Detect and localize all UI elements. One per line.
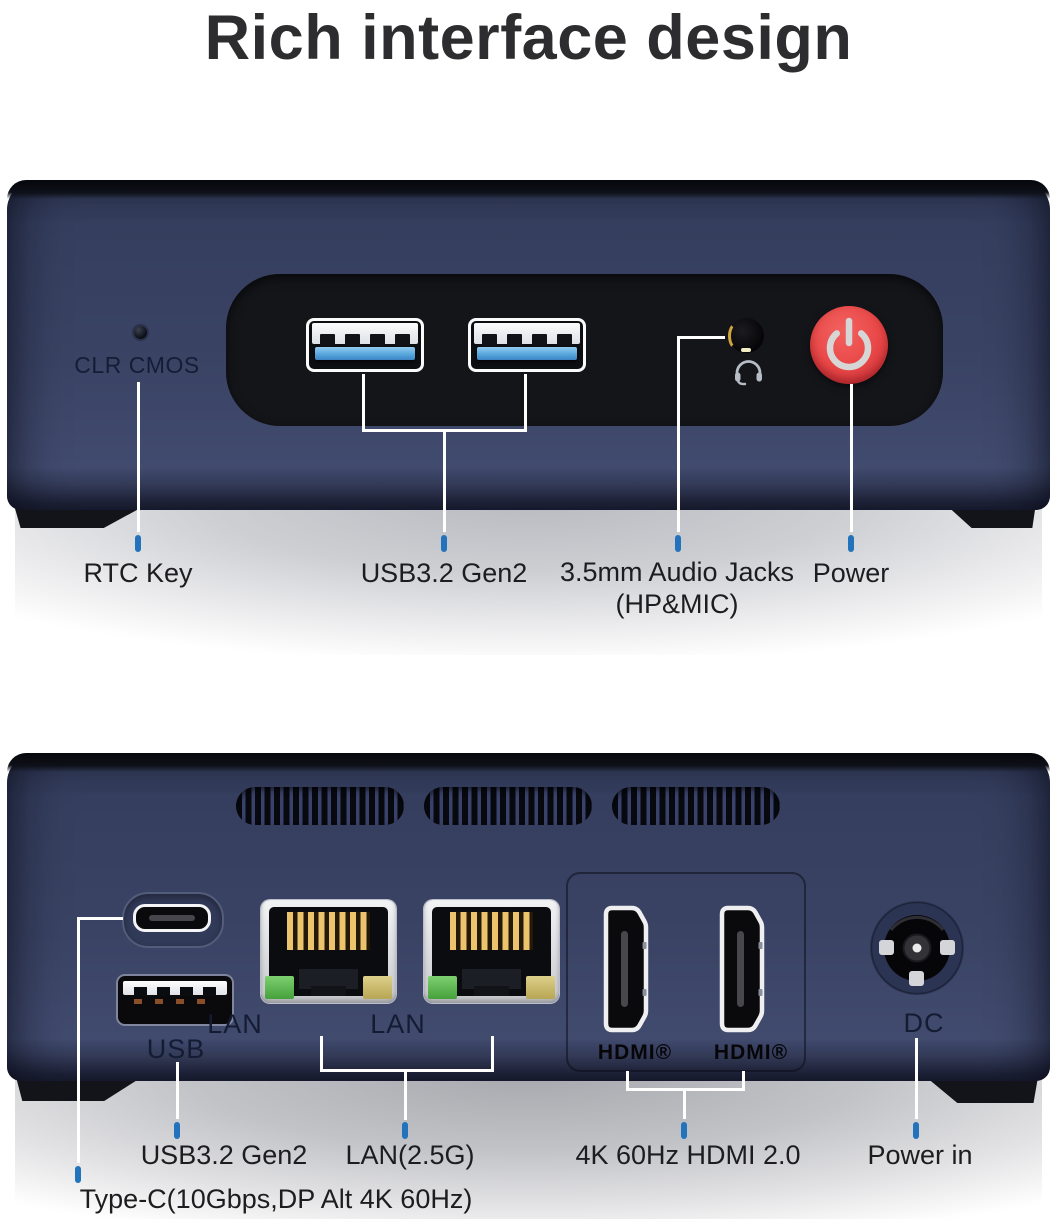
callout-tick-rtc <box>135 535 141 552</box>
usb-port-housing <box>474 323 580 344</box>
callout-line-lan-stem <box>404 1069 407 1120</box>
caption-power-in: Power in <box>867 1140 973 1170</box>
usb-port-contacts <box>482 334 572 346</box>
usb-port-pins <box>134 999 216 1004</box>
callout-line-hdmi-stem <box>683 1088 686 1119</box>
callout-tick-typec <box>75 1166 81 1183</box>
callout-line-audio-arm <box>677 336 725 339</box>
callout-line-hdmi1 <box>626 1071 629 1091</box>
lan-port-1 <box>261 900 396 1003</box>
callout-line-dc <box>915 1038 918 1119</box>
callout-line-lan2 <box>491 1036 494 1072</box>
callout-line-lan-join <box>320 1069 494 1072</box>
rj45-clip-slot <box>299 969 358 989</box>
callout-tick-lan <box>402 1122 408 1139</box>
lan2-port-label: LAN <box>370 1009 426 1039</box>
caption-audio-jacks: 3.5mm Audio Jacks <box>559 557 795 587</box>
callout-line-power <box>850 384 853 532</box>
caption-usb32-gen2-front: USB3.2 Gen2 <box>360 558 528 588</box>
usb-a-port-back <box>118 976 232 1024</box>
hdmi2-port-label: HDMI® <box>713 1041 789 1064</box>
callout-line-rtc <box>137 382 140 532</box>
callout-tick-usb-back <box>174 1122 180 1139</box>
callout-line-usb-stem <box>443 429 446 532</box>
caption-rtc-key: RTC Key <box>83 558 193 588</box>
hdmi-zone-outline <box>566 872 806 1072</box>
headset-icon <box>731 356 765 386</box>
hdmi-port-2 <box>715 904 767 1034</box>
rj45-clip-slot <box>311 986 346 996</box>
caption-usb32-gen2-back: USB3.2 Gen2 <box>140 1140 308 1170</box>
usb-port-contacts <box>320 334 410 346</box>
callout-line-usb2 <box>524 374 527 432</box>
type-c-port <box>122 892 224 948</box>
hdmi1-port-label: HDMI® <box>597 1041 673 1064</box>
callout-tick-usb <box>441 535 447 552</box>
vent-grille-3 <box>612 787 780 825</box>
callout-line-hdmi2 <box>742 1071 745 1091</box>
type-c-connector <box>133 904 211 932</box>
lan-green-led <box>265 976 294 999</box>
lan1-port-label: LAN <box>207 1009 263 1039</box>
rj45-gold-pins <box>287 912 370 950</box>
dc-port-label: DC <box>903 1008 945 1038</box>
vent-grille-1 <box>236 787 404 825</box>
caption-type-c: Type-C(10Gbps,DP Alt 4K 60Hz) <box>79 1184 473 1214</box>
lan-green-led <box>428 976 457 999</box>
usb-port-housing <box>312 323 418 344</box>
front-top-rim <box>7 180 1050 199</box>
usb-a-port-1 <box>306 318 424 372</box>
caption-hdmi-4k60: 4K 60Hz HDMI 2.0 <box>575 1140 801 1170</box>
audio-jack-port <box>728 318 764 353</box>
clr-cmos-pinhole <box>134 326 147 339</box>
power-button <box>810 306 888 384</box>
usb-port-blue-tongue <box>477 347 577 360</box>
caption-lan-25g: LAN(2.5G) <box>345 1140 475 1170</box>
dc-power-jack <box>869 900 965 996</box>
lan-amber-led <box>526 976 555 999</box>
power-icon <box>826 317 872 371</box>
callout-tick-dc <box>913 1122 919 1139</box>
callout-tick-power <box>848 535 854 552</box>
back-backdrop-shadow <box>15 1075 1042 1219</box>
usb-port-label: USB <box>146 1034 206 1064</box>
callout-tick-hdmi <box>681 1122 687 1139</box>
caption-audio-jacks-sub: (HP&MIC) <box>615 589 739 619</box>
rj45-gold-pins <box>450 912 533 950</box>
front-backdrop-shadow <box>15 503 1042 655</box>
callout-line-typec <box>77 917 80 1163</box>
callout-line-audio <box>677 336 680 532</box>
type-c-tongue <box>149 915 195 921</box>
mini-pc-back-view: USB LAN LAN <box>7 753 1050 1081</box>
caption-power: Power <box>812 558 890 588</box>
vent-grille-2 <box>424 787 592 825</box>
usb-port-blue-tongue <box>315 347 415 360</box>
hdmi-port-1 <box>599 904 651 1034</box>
rj45-clip-slot <box>474 986 509 996</box>
lan-port-2 <box>424 900 559 1003</box>
callout-line-usb1 <box>362 374 365 432</box>
usb-a-port-2 <box>468 318 586 372</box>
lan-amber-led <box>363 976 392 999</box>
back-top-rim <box>7 753 1050 772</box>
callout-line-usb-back <box>176 1062 179 1119</box>
callout-line-lan1 <box>320 1036 323 1072</box>
front-left-foot <box>14 505 146 528</box>
mini-pc-front-view: CLR CMOS <box>7 180 1050 510</box>
clr-cmos-label: CLR CMOS <box>74 352 200 378</box>
callout-tick-audio <box>675 535 681 552</box>
usb-port-contacts <box>134 987 216 996</box>
front-io-panel <box>226 274 943 426</box>
usb-port-housing <box>123 981 227 995</box>
callout-line-typec-arm <box>77 917 123 920</box>
page-title: Rich interface design <box>204 3 853 73</box>
rj45-clip-slot <box>462 969 521 989</box>
